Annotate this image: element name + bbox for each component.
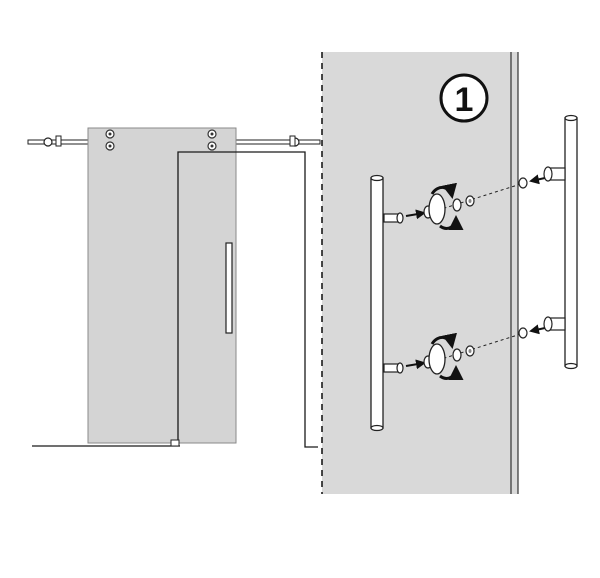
back-handle-bar	[564, 114, 578, 370]
push-arrow-icon	[405, 209, 426, 220]
door-handle-small	[225, 242, 233, 334]
fixing-assembly-lower	[383, 316, 566, 381]
door-overview	[27, 127, 321, 448]
step-number: 1	[455, 81, 474, 119]
step-number-badge: 1	[439, 73, 489, 123]
rotate-arrow-icon	[430, 332, 457, 349]
detail-glass-panel	[322, 52, 518, 494]
front-handle-bar	[370, 174, 384, 432]
rail-clamp-left	[55, 135, 62, 147]
rail-stopper-left	[43, 137, 53, 147]
push-arrow-icon	[405, 359, 426, 370]
roller-fitting-right	[207, 129, 217, 151]
rotate-arrow-icon	[430, 182, 457, 199]
floor-guide	[170, 439, 180, 447]
push-arrow-icon	[529, 174, 546, 185]
rail-clamp-right	[289, 135, 296, 147]
roller-fitting-left	[105, 129, 115, 151]
door-outline	[177, 151, 318, 448]
fixing-assembly-upper	[383, 166, 566, 231]
glass-door-panel	[87, 127, 237, 444]
push-arrow-icon	[529, 324, 546, 335]
detail-view: 1	[321, 52, 578, 494]
